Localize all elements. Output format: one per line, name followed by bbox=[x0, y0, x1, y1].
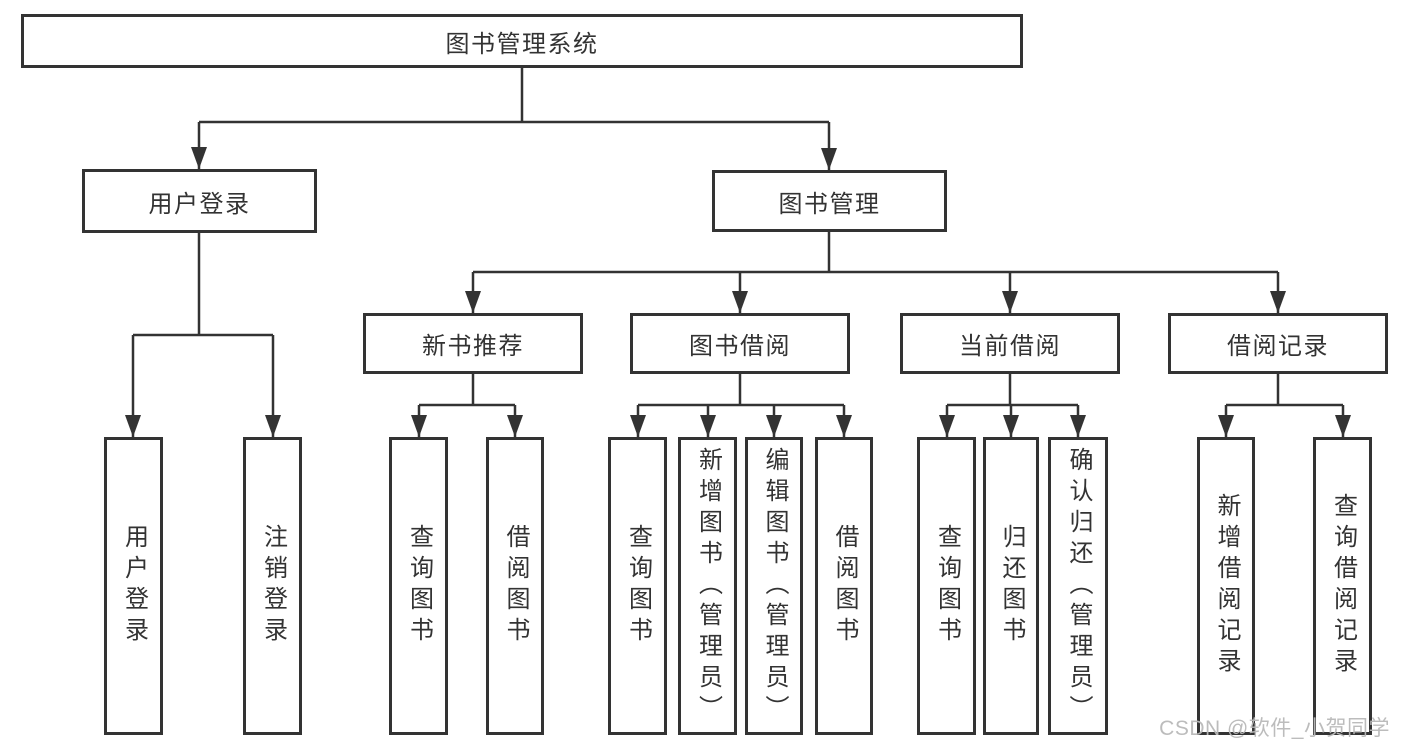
node-add-borrow-record-label: 新增借阅记录 bbox=[1213, 493, 1240, 679]
node-user-login-leaf: 用户登录 bbox=[104, 437, 163, 735]
node-edit-book-admin: 编辑图书（管理员） bbox=[745, 437, 803, 735]
node-add-book-admin: 新增图书（管理员） bbox=[678, 437, 737, 735]
node-query-books-recommend-label: 查询图书 bbox=[405, 524, 433, 648]
connector-book-management-to-level3 bbox=[465, 232, 1286, 313]
node-query-borrow-record-label: 查询借阅记录 bbox=[1329, 493, 1357, 679]
node-borrow-books-recommend-label: 借阅图书 bbox=[502, 524, 529, 648]
connector-borrow-records-to-leaves bbox=[1218, 374, 1351, 437]
node-query-books-borrow: 查询图书 bbox=[608, 437, 667, 735]
connector-user-login-to-leaves bbox=[125, 233, 281, 437]
node-add-book-admin-label: 新增图书（管理员） bbox=[694, 446, 722, 726]
node-book-borrow-label: 图书借阅 bbox=[689, 333, 791, 360]
node-return-book: 归还图书 bbox=[983, 437, 1039, 735]
node-new-book-recommend-label: 新书推荐 bbox=[422, 333, 524, 360]
node-book-management-label: 图书管理 bbox=[778, 190, 881, 218]
node-add-borrow-record: 新增借阅记录 bbox=[1197, 437, 1255, 735]
node-borrow-books-recommend: 借阅图书 bbox=[486, 437, 544, 735]
node-edit-book-admin-label: 编辑图书（管理员） bbox=[761, 446, 788, 726]
node-user-login: 用户登录 bbox=[82, 169, 317, 233]
node-logout-label: 注销登录 bbox=[259, 524, 287, 648]
csdn-watermark: CSDN @软件_小贺同学 bbox=[1159, 717, 1390, 740]
node-query-books-recommend: 查询图书 bbox=[389, 437, 448, 735]
node-borrow-records-label: 借阅记录 bbox=[1227, 333, 1329, 360]
node-return-book-label: 归还图书 bbox=[998, 524, 1025, 648]
node-confirm-return-admin-label: 确认归还（管理员） bbox=[1065, 446, 1092, 726]
connector-current-borrow-to-leaves bbox=[939, 374, 1086, 437]
node-confirm-return-admin: 确认归还（管理员） bbox=[1048, 437, 1108, 735]
node-book-borrow: 图书借阅 bbox=[630, 313, 850, 374]
connector-new-book-recommend-to-leaves bbox=[411, 374, 523, 437]
node-book-management: 图书管理 bbox=[712, 170, 947, 232]
node-user-login-label: 用户登录 bbox=[148, 190, 251, 218]
connector-book-borrow-to-leaves bbox=[630, 374, 852, 437]
node-user-login-leaf-label: 用户登录 bbox=[120, 524, 148, 648]
node-current-borrow: 当前借阅 bbox=[900, 313, 1120, 374]
node-query-books-current-label: 查询图书 bbox=[933, 524, 961, 648]
node-query-borrow-record: 查询借阅记录 bbox=[1313, 437, 1372, 735]
node-new-book-recommend: 新书推荐 bbox=[363, 313, 583, 374]
connector-root-to-level2 bbox=[191, 68, 837, 170]
node-borrow-books-leaf: 借阅图书 bbox=[815, 437, 873, 735]
node-query-books-current: 查询图书 bbox=[917, 437, 976, 735]
node-borrow-books-leaf-label: 借阅图书 bbox=[831, 524, 858, 648]
node-logout: 注销登录 bbox=[243, 437, 302, 735]
node-query-books-borrow-label: 查询图书 bbox=[624, 524, 652, 648]
node-current-borrow-label: 当前借阅 bbox=[959, 333, 1061, 360]
node-borrow-records: 借阅记录 bbox=[1168, 313, 1388, 374]
node-root-label: 图书管理系统 bbox=[445, 30, 599, 58]
node-root: 图书管理系统 bbox=[21, 14, 1023, 68]
